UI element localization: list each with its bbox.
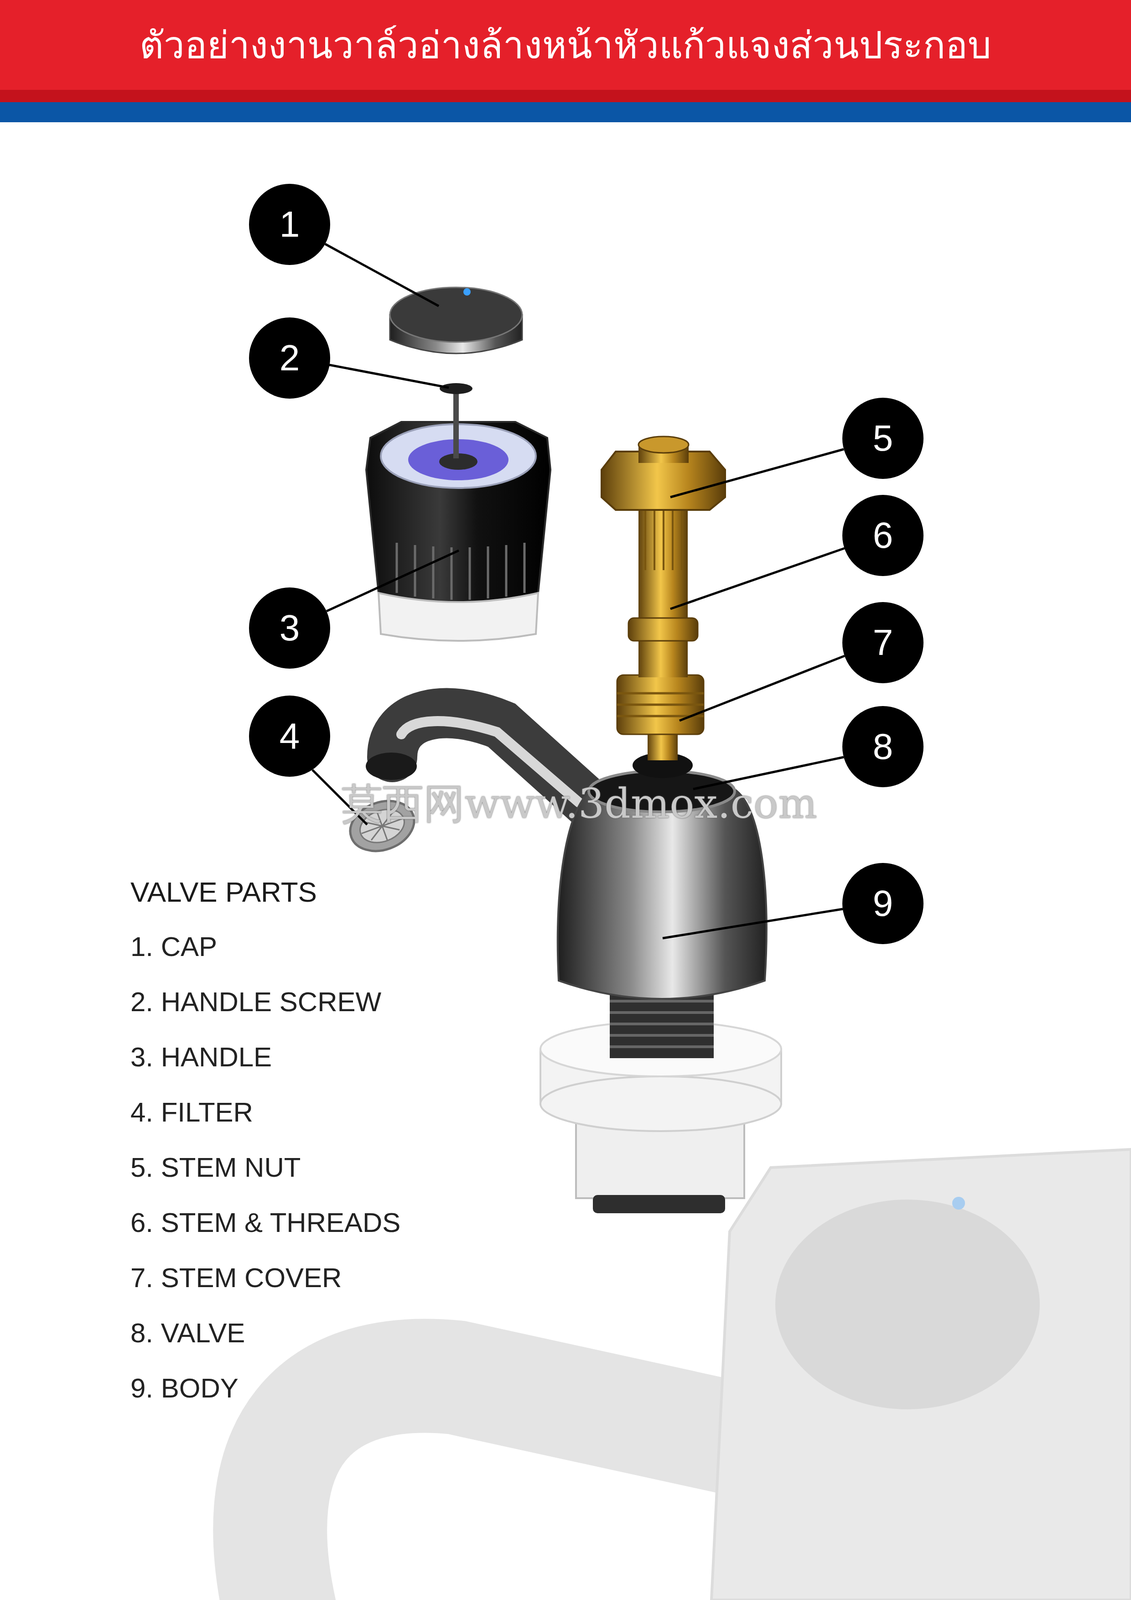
- watermark: 莫西网www.3dmox.com: [341, 779, 818, 828]
- callout-circle: 8: [842, 705, 924, 788]
- callout-number: 1: [279, 206, 301, 243]
- part-name: 4. FILTER: [130, 1096, 254, 1128]
- part-name: 9. BODY: [130, 1372, 239, 1404]
- callout-number: 2: [279, 339, 301, 377]
- part-name: 7. STEM COVER: [130, 1261, 342, 1294]
- callout-circle: 5: [842, 397, 924, 479]
- callout-circle: 7: [842, 601, 924, 684]
- callout-number: 9: [872, 885, 894, 922]
- callout-number: 3: [279, 609, 301, 647]
- callout-circle: 9: [842, 862, 924, 945]
- callout-circle: 4: [249, 695, 331, 777]
- leader-line: [326, 550, 459, 612]
- ghost-handle: [711, 1149, 1131, 1600]
- ghost-dot: [952, 1196, 965, 1210]
- title-text: ตัวอย่างงานวาล์วอ่างล้างหน้าหัวแก้วแจงส่…: [0, 23, 1131, 68]
- washer-bottom: [540, 1076, 782, 1131]
- part-name: 6. STEM & THREADS: [130, 1206, 401, 1239]
- callout-number: 5: [872, 420, 894, 457]
- stem-nut-cap: [638, 436, 689, 453]
- leader-line: [670, 548, 845, 609]
- part-name: 3. HANDLE: [130, 1041, 272, 1073]
- handle-base: [378, 592, 539, 641]
- callout-number: 8: [872, 728, 894, 765]
- cap-dot: [463, 288, 471, 296]
- stem-cover: [617, 674, 704, 735]
- stem-shaft: [638, 506, 688, 678]
- leader-line: [325, 243, 439, 307]
- title-stripe: [0, 89, 1131, 103]
- leader-line: [662, 908, 843, 939]
- stem-splines: [645, 510, 682, 571]
- cap-top: [389, 287, 523, 343]
- stem-neck: [647, 731, 678, 761]
- list-heading: VALVE PARTS: [130, 875, 317, 908]
- leader-line: [679, 655, 845, 721]
- handle-part: [366, 287, 551, 641]
- stem-ring: [628, 617, 698, 641]
- callout-number: 6: [872, 517, 894, 554]
- callout-circle: 3: [249, 587, 331, 669]
- title-bar: ตัวอย่างงานวาล์วอ่างล้างหน้าหัวแก้วแจงส่…: [0, 0, 1131, 123]
- screw-washer: [439, 383, 473, 395]
- handle-screw: [453, 389, 459, 459]
- callout-circle: 2: [249, 317, 331, 399]
- stem-cover-rings: [617, 693, 704, 716]
- blue-stripe: [0, 102, 1131, 123]
- callout-number: 7: [872, 624, 894, 661]
- part-name: 8. VALVE: [130, 1317, 245, 1349]
- callout-circle: 1: [249, 183, 331, 265]
- leader-line: [670, 449, 844, 498]
- ghost-spout: [269, 1375, 748, 1600]
- part-name: 5. STEM NUT: [130, 1151, 301, 1183]
- ghost-cap: [775, 1199, 1040, 1410]
- leader-lines: [312, 243, 845, 939]
- callout-circle: 6: [842, 494, 924, 576]
- part-name: 1. CAP: [130, 930, 218, 963]
- part-name: 2. HANDLE SCREW: [130, 985, 382, 1018]
- leader-line: [329, 364, 449, 388]
- callout-number: 4: [279, 717, 301, 755]
- bottom-thread: [592, 1194, 726, 1214]
- spout-outlet: [365, 752, 417, 780]
